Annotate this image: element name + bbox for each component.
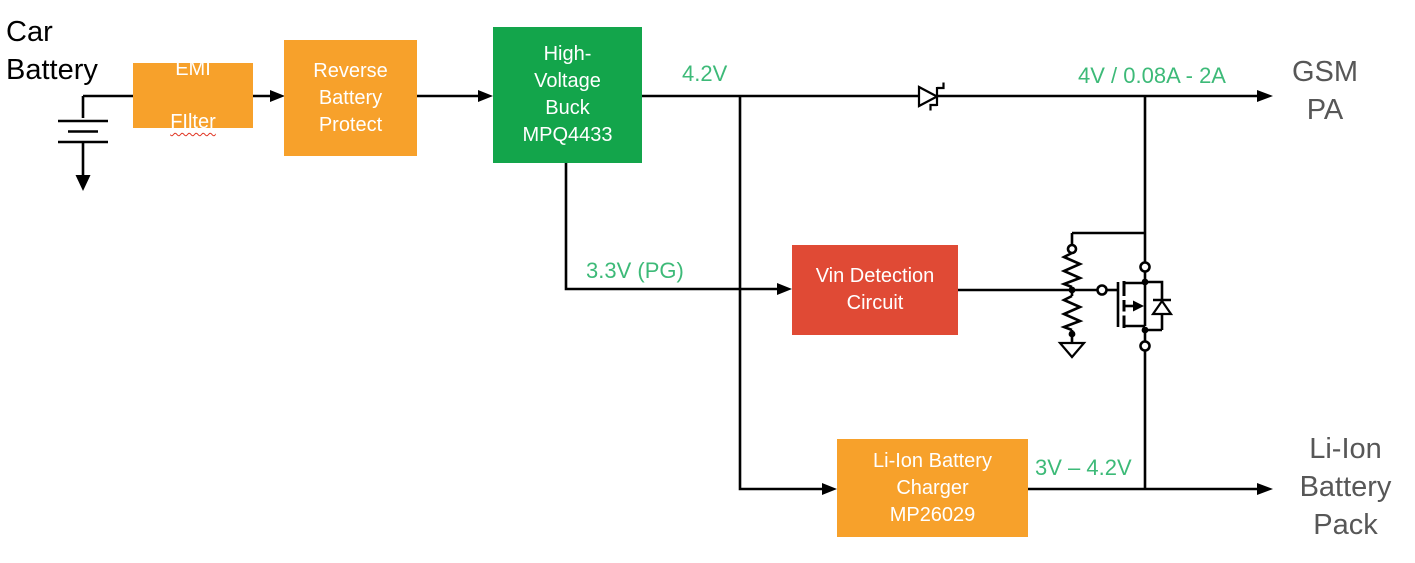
wire-charger-to-pack: [1028, 483, 1273, 495]
block-emi-filter: EMI FIlter: [133, 58, 253, 133]
resistor-top-icon: [1060, 251, 1084, 289]
net-label-gsm-rail: 4V / 0.08A - 2A: [1078, 63, 1226, 88]
mosfet-arrow: [1133, 300, 1144, 312]
vin-detection-label: Vin Detection Circuit: [815, 265, 935, 314]
mosfet-icon: [1096, 261, 1174, 352]
drain-terminal: [1139, 261, 1151, 273]
wire-pg-to-vin-detection: [564, 163, 792, 295]
source-terminal: [1139, 340, 1151, 352]
gate-terminal: [1096, 284, 1108, 296]
schottky-diode-icon: [917, 82, 945, 111]
car-battery-icon: [58, 96, 108, 191]
net-label-battery-rail: 3V – 4.2V: [1035, 455, 1132, 480]
wire-buck-to-gsm-pa: [642, 90, 1273, 102]
resistor-bottom-icon: [1060, 294, 1084, 332]
reverse-battery-protect-label: Reverse Battery Protect: [313, 59, 388, 136]
emi-filter-label-line1: EMI: [175, 58, 211, 80]
block-reverse-battery-protect: Reverse Battery Protect: [284, 40, 417, 156]
liion-charger-label: Li-Ion Battery Charger MP26029: [873, 449, 992, 526]
net-label-buck-output: 4.2V: [682, 61, 728, 86]
ground-icon: [1057, 341, 1087, 359]
high-voltage-buck-label: High- Voltage Buck MPQ4433: [522, 43, 613, 146]
car-battery-label: Car Battery: [6, 16, 98, 86]
emi-filter-label-line2: FIlter: [170, 111, 216, 133]
body-diode-icon: [1145, 280, 1174, 332]
wire-reverse-to-buck: [417, 90, 493, 102]
wire-rail-to-charger: [738, 96, 837, 495]
wire-emi-to-reverse: [253, 90, 285, 102]
liion-pack-label: Li-Ion Battery Pack: [1299, 433, 1392, 541]
net-label-power-good: 3.3V (PG): [586, 258, 684, 283]
junction-dot: [1068, 330, 1076, 338]
battery-down-arrow: [75, 175, 91, 191]
junction-dot: [1068, 286, 1076, 294]
gsm-pa-label: GSM PA: [1291, 56, 1359, 126]
resistor-divider-icon: [1057, 231, 1145, 359]
block-liion-charger: Li-Ion Battery Charger MP26029: [837, 439, 1028, 537]
block-vin-detection: Vin Detection Circuit: [792, 245, 958, 335]
block-high-voltage-buck: High- Voltage Buck MPQ4433: [493, 27, 642, 163]
